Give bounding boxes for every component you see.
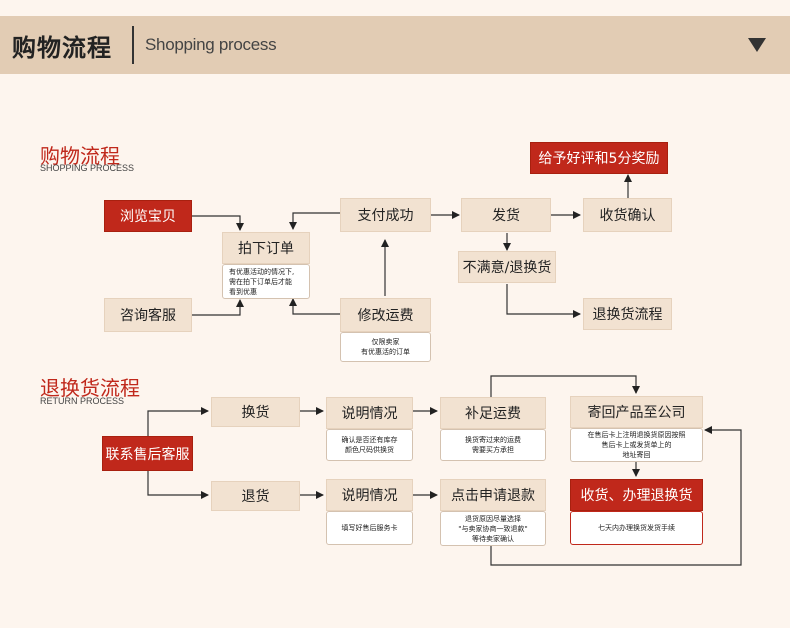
receive-handle-box: 收货、办理退换货 bbox=[570, 479, 703, 511]
place-order-note-line: 有优惠活动的情况下, bbox=[229, 268, 295, 276]
confirm-receipt-box: 收货确认 bbox=[583, 198, 672, 232]
place-order-box: 拍下订单 bbox=[222, 232, 310, 264]
supplement-fee-note-line: 需要买方承担 bbox=[472, 446, 514, 454]
arrow-apply-to-handle bbox=[490, 426, 742, 566]
header-title-cn: 购物流程 bbox=[12, 34, 112, 62]
browse-item-box: 浏览宝贝 bbox=[104, 200, 192, 232]
supplement-fee-note: 换货寄过来的运费 需要买方承担 bbox=[440, 429, 546, 461]
place-order-note-line: 看到优惠 bbox=[229, 288, 257, 296]
ship-box: 发货 bbox=[461, 198, 551, 232]
supplement-fee-note-line: 换货寄过来的运费 bbox=[465, 436, 521, 444]
unsatisfied-return-box: 不满意/退换货 bbox=[458, 251, 556, 283]
return-process-box: 退换货流程 bbox=[583, 298, 672, 330]
apply-refund-box: 点击申请退款 bbox=[440, 479, 546, 511]
supplement-fee-box: 补足运费 bbox=[440, 397, 546, 429]
contact-aftersales-box: 联系售后客服 bbox=[102, 436, 193, 471]
return-section-title: 退换货流程 bbox=[40, 376, 140, 400]
arrow-consult-to-order bbox=[192, 299, 244, 316]
apply-refund-note-line: 退货原因尽量选择 bbox=[465, 514, 521, 523]
shopping-section-subtitle: SHOPPING PROCESS bbox=[40, 163, 135, 173]
shopping-section-title: 购物流程 bbox=[40, 144, 120, 168]
receive-handle-note: 七天内办理换货发货手续 bbox=[570, 511, 703, 545]
explain-refund-note: 填写好售后服务卡 bbox=[326, 511, 413, 545]
arrow-modify-to-order bbox=[289, 298, 340, 315]
send-back-box: 寄回产品至公司 bbox=[570, 396, 703, 428]
modify-shipping-fee-note: 仅限卖家 有优惠活的订单 bbox=[340, 332, 431, 362]
arrow-pay-to-order bbox=[289, 212, 340, 230]
return-section-subtitle: RETURN PROCESS bbox=[40, 396, 125, 406]
arrow-fee-to-sendback bbox=[490, 375, 640, 397]
payment-success-box: 支付成功 bbox=[340, 198, 431, 232]
send-back-note-line: 在售后卡上注明退换货原因按照 bbox=[587, 431, 686, 439]
arrow-contact-to-exchange bbox=[147, 407, 209, 436]
send-back-note-line: 售后卡上或发货单上的 bbox=[601, 441, 672, 449]
chevron-down-icon[interactable] bbox=[748, 38, 766, 52]
apply-refund-note-line: "与卖家协商一致退款" bbox=[458, 524, 528, 533]
exchange-box: 换货 bbox=[211, 397, 300, 427]
explain-exchange-note: 确认是否还有库存 颜色尺码供换货 bbox=[326, 429, 413, 461]
place-order-note-line: 需在拍下订单后才能 bbox=[229, 278, 292, 286]
header-divider bbox=[132, 26, 134, 64]
modify-fee-note-line: 有优惠活的订单 bbox=[361, 348, 410, 356]
good-review-reward-box: 给予好评和5分奖励 bbox=[530, 142, 668, 174]
place-order-note: 有优惠活动的情况下, 需在拍下订单后才能 看到优惠 bbox=[222, 264, 310, 299]
explain-exchange-note-line: 颜色尺码供换货 bbox=[345, 446, 394, 454]
explain-exchange-note-line: 确认是否还有库存 bbox=[341, 436, 398, 444]
explain-exchange-box: 说明情况 bbox=[326, 397, 413, 429]
send-back-note-line: 地址寄回 bbox=[622, 451, 651, 459]
apply-refund-note: 退货原因尽量选择 "与卖家协商一致退款" 等待卖家确认 bbox=[440, 511, 546, 546]
explain-refund-box: 说明情况 bbox=[326, 479, 413, 511]
arrow-contact-to-refund bbox=[147, 471, 209, 499]
arrow-unhappy-to-return bbox=[506, 284, 581, 318]
header-title-en: Shopping process bbox=[145, 35, 277, 54]
modify-fee-note-line: 仅限卖家 bbox=[371, 338, 400, 346]
header-bar: 购物流程 Shopping process bbox=[0, 16, 790, 74]
consult-service-box: 咨询客服 bbox=[104, 298, 192, 332]
modify-shipping-fee-box: 修改运费 bbox=[340, 298, 431, 332]
arrow-browse-to-order bbox=[192, 215, 244, 231]
send-back-note: 在售后卡上注明退换货原因按照 售后卡上或发货单上的 地址寄回 bbox=[570, 428, 703, 462]
refund-box: 退货 bbox=[211, 481, 300, 511]
apply-refund-note-line: 等待卖家确认 bbox=[472, 534, 514, 543]
